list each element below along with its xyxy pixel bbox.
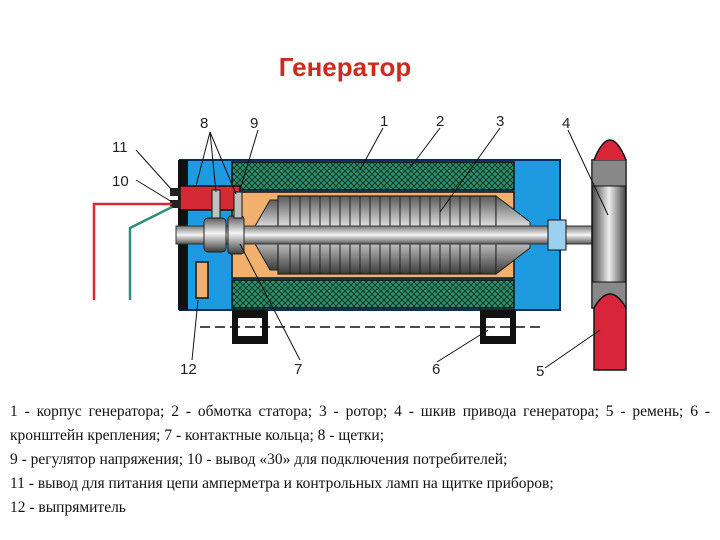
callout-5: 5 — [536, 363, 544, 380]
rectifier — [195, 261, 209, 299]
slip-rings — [203, 215, 245, 255]
terminals — [170, 188, 180, 208]
legend: 1 - корпус генератора; 2 - обмотка стато… — [10, 400, 710, 520]
callout-12: 12 — [180, 361, 197, 378]
belt — [593, 139, 627, 371]
bearing — [547, 219, 567, 251]
wire-green — [128, 205, 173, 300]
mounting-brackets — [200, 310, 545, 344]
callout-10: 10 — [112, 173, 129, 190]
diagram-title: Генератор — [278, 52, 412, 82]
callout-1: 1 — [380, 113, 388, 130]
callout-9: 9 — [250, 115, 258, 132]
legend-line-2: 9 - регулятор напряжения; 10 - вывод «30… — [10, 451, 508, 468]
leader-lines — [135, 127, 609, 369]
legend-line-3: 11 - вывод для питания цепи амперметра и… — [10, 475, 554, 492]
legend-line-1: 1 - корпус генератора; 2 - обмотка стато… — [10, 403, 710, 444]
callout-6: 6 — [432, 361, 440, 378]
callout-8: 8 — [200, 115, 208, 132]
pulley — [591, 159, 627, 309]
generator-diagram: 1 2 3 4 5 6 7 8 9 10 11 12 — [92, 113, 627, 380]
legend-line-4: 12 - выпрямитель — [10, 499, 126, 516]
voltage-regulator — [179, 185, 241, 211]
callout-2: 2 — [436, 113, 444, 130]
callout-3: 3 — [496, 113, 504, 130]
stator-winding — [231, 161, 515, 309]
callout-7: 7 — [294, 361, 302, 378]
callout-4: 4 — [562, 115, 570, 132]
wire-red — [92, 202, 172, 300]
callout-11: 11 — [112, 139, 128, 156]
